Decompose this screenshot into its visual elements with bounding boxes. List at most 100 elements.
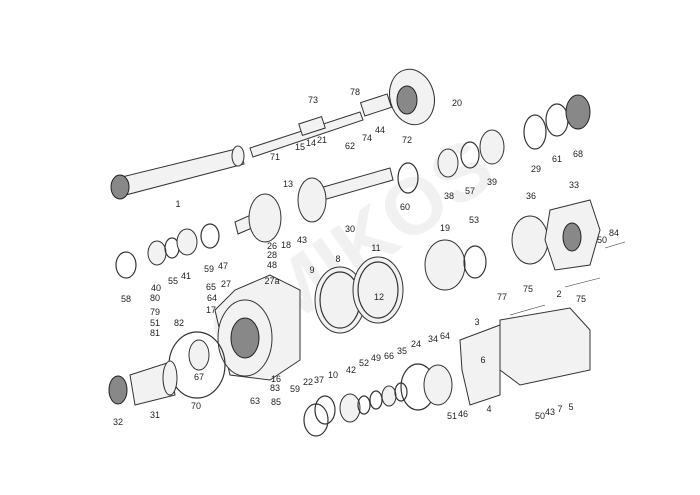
part-label-27a: 27a (264, 276, 279, 286)
part-label-38: 38 (444, 191, 454, 201)
part-label-75: 75 (523, 284, 533, 294)
bolt-84 (604, 241, 626, 249)
carrier-30 (297, 167, 394, 223)
part-label-68: 68 (573, 149, 583, 159)
cover-34 (423, 364, 453, 406)
part-label-42: 42 (346, 365, 356, 375)
part-label-20: 20 (452, 98, 462, 108)
part-label-62: 62 (345, 141, 355, 151)
part-label-65: 65 (206, 282, 216, 292)
housing-16 (214, 274, 301, 381)
sleeve-74 (359, 93, 393, 117)
seal-68 (565, 94, 591, 130)
part-label-49: 49 (371, 353, 381, 363)
seal-67 (188, 339, 210, 371)
band-11 (352, 256, 404, 324)
part-label-43: 43 (297, 235, 307, 245)
part-label-75: 75 (576, 294, 586, 304)
part-label-58: 58 (121, 294, 131, 304)
part-label-40: 40 (151, 283, 161, 293)
washer-37 (314, 395, 336, 425)
part-label-6: 6 (480, 355, 485, 365)
part-label-59: 59 (290, 384, 300, 394)
part-label-34: 34 (428, 334, 438, 344)
part-label-30: 30 (345, 224, 355, 234)
ring-49 (369, 390, 383, 410)
part-label-7: 7 (557, 404, 562, 414)
part-label-32: 32 (113, 417, 123, 427)
part-label-46: 46 (458, 409, 468, 419)
part-label-71: 71 (270, 152, 280, 162)
part-label-21: 21 (317, 135, 327, 145)
bearing-42 (339, 393, 361, 423)
flange-20 (389, 68, 435, 126)
part-label-28: 28 (267, 250, 277, 260)
part-label-50: 50 (597, 235, 607, 245)
part-label-44: 44 (375, 125, 385, 135)
part-label-14: 14 (306, 138, 316, 148)
bolt-75 (564, 277, 601, 288)
part-label-63: 63 (250, 396, 260, 406)
part-label-26: 26 (267, 241, 277, 251)
part-label-80: 80 (150, 293, 160, 303)
part-label-67: 67 (194, 372, 204, 382)
part-label-4: 4 (486, 404, 491, 414)
part-label-13: 13 (283, 179, 293, 189)
part-label-52: 52 (359, 358, 369, 368)
part-label-12: 12 (374, 292, 384, 302)
part-label-59: 59 (204, 264, 214, 274)
main-shaft (110, 145, 245, 200)
part-label-41: 41 (181, 271, 191, 281)
part-label-85: 85 (271, 397, 281, 407)
part-label-78: 78 (350, 87, 360, 97)
part-label-5: 5 (568, 402, 573, 412)
bearing-38 (437, 148, 459, 178)
part-label-81: 81 (150, 328, 160, 338)
ring-58 (115, 251, 137, 279)
part-label-31: 31 (150, 410, 160, 420)
bearing-66 (381, 385, 397, 407)
part-label-9: 9 (309, 265, 314, 275)
ring-53 (463, 245, 487, 279)
part-label-83: 83 (270, 383, 280, 393)
bearing-40 (147, 240, 167, 266)
part-label-18: 18 (281, 240, 291, 250)
part-label-17: 17 (206, 305, 216, 315)
ring-59b (303, 403, 329, 437)
part-label-66: 66 (384, 351, 394, 361)
part-label-43: 43 (545, 407, 555, 417)
part-label-60: 60 (400, 202, 410, 212)
part-label-37: 37 (314, 375, 324, 385)
part-label-48: 48 (267, 260, 277, 270)
ring-52 (357, 395, 371, 415)
part-label-24: 24 (411, 339, 421, 349)
part-label-2: 2 (556, 289, 561, 299)
ring-60 (397, 162, 419, 194)
ring-gear-19 (424, 239, 466, 291)
part-label-84: 84 (609, 228, 619, 238)
part-label-35: 35 (397, 346, 407, 356)
part-label-1: 1 (175, 199, 180, 209)
part-label-29: 29 (531, 164, 541, 174)
part-label-77: 77 (497, 292, 507, 302)
part-label-72: 72 (402, 135, 412, 145)
ring-59 (200, 223, 220, 249)
part-label-64: 64 (440, 331, 450, 341)
part-label-61: 61 (552, 154, 562, 164)
part-label-64: 64 (207, 293, 217, 303)
part-label-51: 51 (447, 411, 457, 421)
ring-61 (545, 103, 569, 137)
part-label-55: 55 (168, 276, 178, 286)
part-label-8: 8 (335, 254, 340, 264)
shaft-31 (129, 360, 178, 406)
part-label-22: 22 (303, 377, 313, 387)
ring-29 (523, 114, 547, 150)
part-label-15: 15 (295, 142, 305, 152)
part-label-57: 57 (465, 186, 475, 196)
part-label-74: 74 (362, 133, 372, 143)
part-label-70: 70 (191, 401, 201, 411)
part-label-73: 73 (308, 95, 318, 105)
part-label-50: 50 (535, 411, 545, 421)
